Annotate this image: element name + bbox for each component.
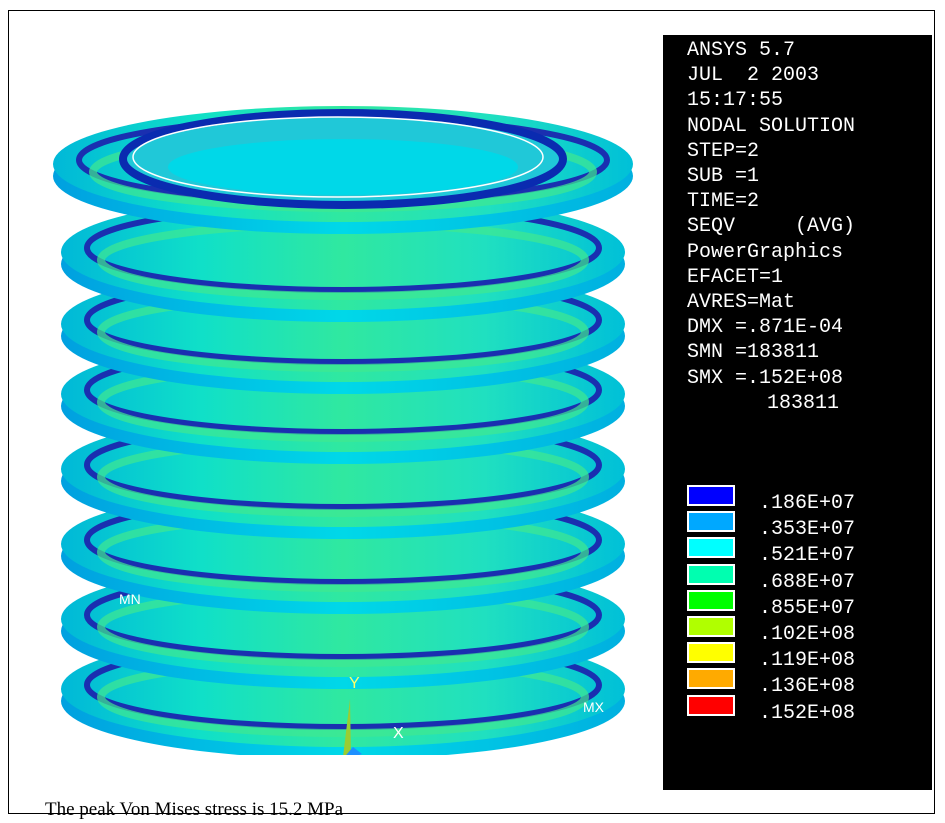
legend-swatch bbox=[687, 694, 735, 716]
legend-swatch bbox=[687, 589, 735, 611]
legend-label: .119E+08 bbox=[759, 649, 856, 673]
legend-swatch bbox=[687, 563, 735, 585]
info-line: NODAL SOLUTION bbox=[687, 114, 856, 138]
info-line: STEP=2 bbox=[687, 139, 760, 163]
max-marker: MX bbox=[583, 699, 604, 715]
info-line: PowerGraphics bbox=[687, 240, 844, 264]
info-line: EFACET=1 bbox=[687, 265, 784, 289]
legend-swatch bbox=[687, 511, 735, 533]
info-line: SEQV (AVG) bbox=[687, 215, 856, 239]
info-line: TIME=2 bbox=[687, 190, 760, 214]
info-line: SMN =183811 bbox=[687, 341, 820, 365]
info-line: 15:17:55 bbox=[687, 89, 784, 113]
legend-label: .855E+07 bbox=[759, 596, 856, 620]
min-marker: MN bbox=[119, 591, 141, 607]
bellows-rings bbox=[53, 106, 633, 759]
figure-caption: The peak Von Mises stress is 15.2 MPa bbox=[45, 799, 344, 820]
legend-swatch bbox=[687, 668, 735, 690]
bellows-model bbox=[53, 106, 633, 761]
top-edge bbox=[132, 116, 544, 198]
info-line: ANSYS 5.7 bbox=[687, 39, 796, 62]
y-axis-label: Y bbox=[349, 675, 360, 692]
model-viewport: MN MX Y X bbox=[17, 19, 657, 761]
legend-swatch bbox=[687, 537, 735, 559]
info-line: DMX =.871E-04 bbox=[687, 316, 844, 340]
legend-label: .521E+07 bbox=[759, 544, 856, 568]
info-line: SMX =.152E+08 bbox=[687, 366, 844, 390]
legend-label: .152E+08 bbox=[759, 701, 856, 725]
legend-label: .102E+08 bbox=[759, 623, 856, 646]
legend-swatch bbox=[687, 642, 735, 664]
info-line: SUB =1 bbox=[687, 165, 760, 188]
legend-label: .186E+07 bbox=[759, 492, 856, 515]
info-line: AVRES=Mat bbox=[687, 291, 796, 314]
legend-label: .136E+08 bbox=[759, 675, 856, 699]
legend-label: .688E+07 bbox=[759, 570, 856, 594]
legend-swatch bbox=[687, 485, 735, 506]
info-line: JUL 2 2003 bbox=[687, 64, 820, 88]
x-axis-label: X bbox=[393, 725, 404, 742]
legend-min-label: 183811 bbox=[767, 391, 840, 415]
legend-swatch bbox=[687, 616, 735, 637]
inner-wall bbox=[168, 139, 518, 195]
y-axis-arrow bbox=[343, 699, 351, 757]
legend-label: .353E+07 bbox=[759, 518, 856, 542]
